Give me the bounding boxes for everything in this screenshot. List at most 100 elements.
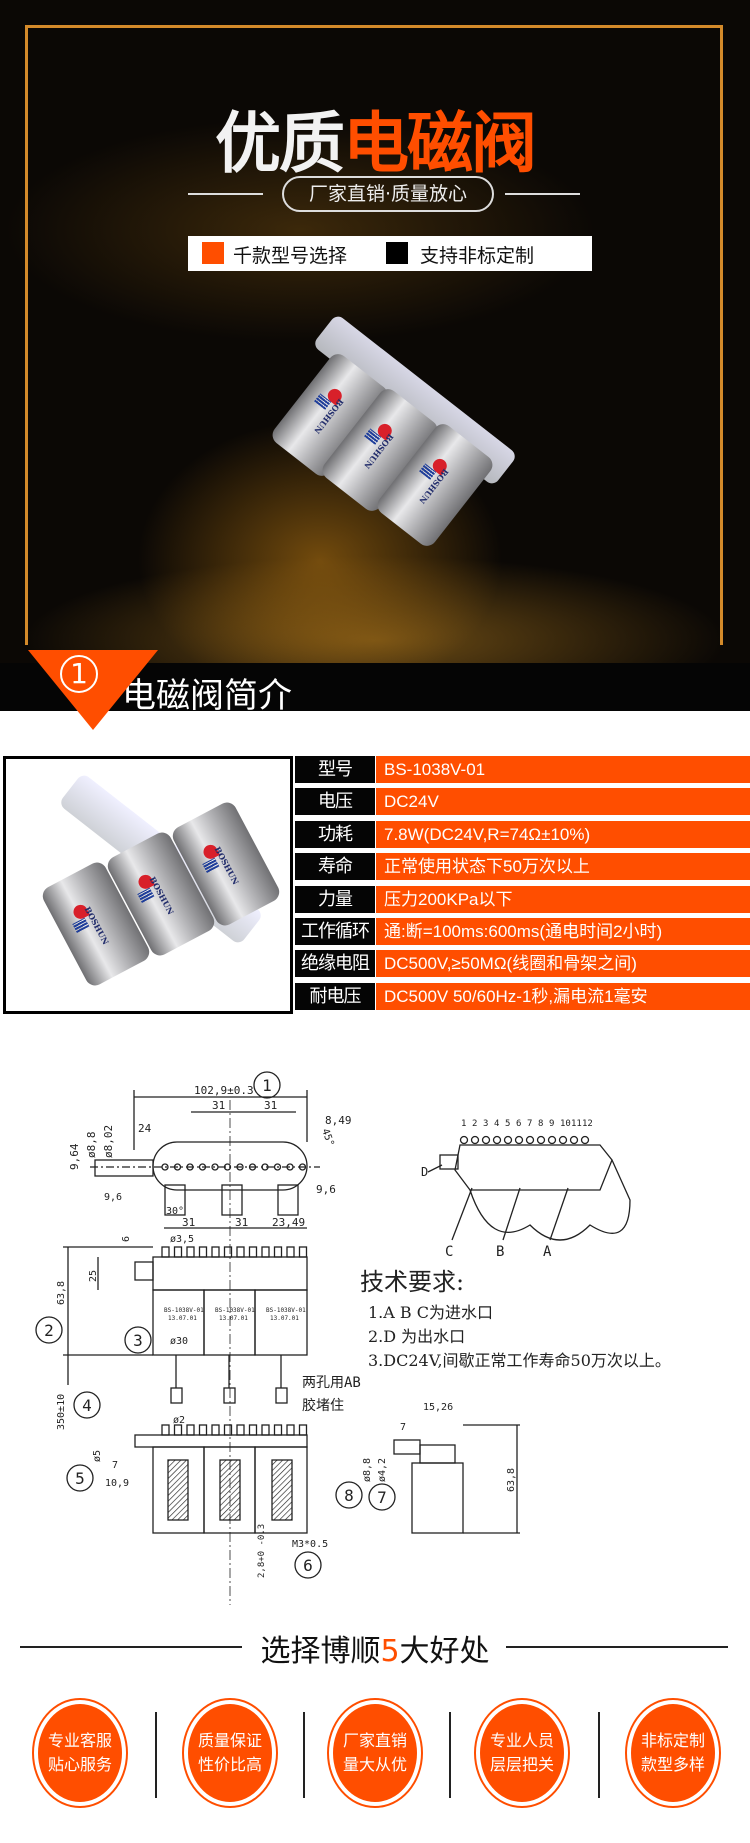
port-hole [261,1163,269,1171]
spec-value: DC500V,≥50MΩ(线圈和骨架之间) [376,950,750,978]
callout-number: 3 [133,1331,143,1350]
dimension-label: 24 [138,1122,152,1135]
coil-date: 13.07.01 [219,1315,248,1322]
spec-row: 寿命正常使用状态下50万次以上 [295,853,750,881]
port-label: D [421,1165,428,1179]
benefit-badge: 厂家直销量大从优 [327,1698,423,1808]
pin-hole [492,1135,502,1145]
benefits-title-post: 大好处 [399,1634,490,1669]
dimension-label: M3*0.5 [292,1539,328,1550]
dimension-label: 63,8 [56,1281,67,1305]
pin [273,1246,283,1258]
dimension-label: 102,9±0.3 [194,1084,254,1097]
dimension-label: 30° [166,1206,184,1217]
dimension-label: 31 [264,1099,277,1112]
dimension-label: ø8,02 [102,1125,115,1158]
pin-hole [525,1135,535,1145]
pin [211,1246,220,1258]
hero-banner: 优质电磁阀 厂家直销·质量放心 千款型号选择 支持非标定制 BOSHUN BOS… [0,0,750,711]
pin [261,1424,270,1436]
pin [198,1246,208,1258]
coil-date: 13.07.01 [168,1315,197,1322]
coil-date: 13.07.01 [270,1315,299,1322]
dimension-label: 8,49 [325,1114,352,1127]
port-hole [161,1163,169,1171]
callout-number: 4 [82,1396,92,1415]
spec-row: 力量压力200KPa以下 [295,885,750,913]
title-white: 优质 [215,105,345,182]
tech-requirements: 技术要求: 1.A B C为进水口 2.D 为出水口 3.DC24V,间歇正常工… [360,1262,671,1373]
benefit-line: 层层把关 [489,1755,554,1774]
coil-label: BS-1038V-01 [164,1307,204,1314]
product-image: BOSHUN BOSHUN BOSHUN [240,290,540,550]
pin [223,1246,233,1258]
callout-number: 1 [262,1076,272,1095]
benefit-line: 量大从优 [342,1755,407,1774]
benefit-line: 贴心服务 [47,1755,112,1774]
spec-label: 耐电压 [295,982,375,1010]
dimension-label: ø8,8 [362,1458,373,1482]
dimension-label: 31 [235,1216,248,1229]
dimension-label: 6 [121,1236,132,1242]
spec-label: 电压 [295,788,375,816]
pin-hole [481,1135,491,1145]
coil-label: BS-1038V-01 [215,1307,255,1314]
technical-drawing: 1 102,9±0.3 31 31 8,49 9,6 23,49 31 31 9… [0,1035,750,1640]
spec-label: 型号 [295,756,375,783]
benefit-line: 款型多样 [640,1755,705,1774]
pin-number: 6 [516,1119,521,1129]
benefit-badge: 质量保证性价比高 [182,1698,278,1808]
black-square-icon [386,242,408,264]
orange-square-icon [202,242,224,264]
callout-circle [335,1481,363,1509]
pin-number: 8 [538,1119,543,1129]
tech-item: 3.DC24V,间歇正常工作寿命50万次以上。 [368,1351,671,1370]
spec-label: 力量 [295,885,375,913]
title-orange: 电磁阀 [343,105,537,182]
pin-hole [459,1135,469,1145]
dimension-label: 7 [112,1460,118,1471]
divider [188,193,263,195]
dimension-label: 63,8 [506,1468,517,1492]
pin [173,1246,183,1258]
pin-hole [569,1135,579,1145]
pin [286,1246,295,1258]
inlet-tube [94,1159,154,1177]
pin-hole [470,1135,480,1145]
spec-value: DC24V [376,788,750,816]
callout-number: 6 [303,1556,313,1575]
callout-number: 8 [344,1486,354,1505]
tech-item: 2.D 为出水口 [368,1327,466,1346]
pin [161,1424,170,1436]
port-hole [236,1163,244,1171]
pin [198,1424,208,1436]
dimension-label: 23,49 [272,1216,305,1229]
pin [186,1424,195,1436]
spec-row: 工作循环通:断=100ms:600ms(通电时间2小时) [295,918,750,945]
pin [236,1246,245,1258]
benefits-title-num: 5 [380,1634,400,1669]
dimension-label: 9,64 [68,1143,81,1170]
pin-number: 9 [549,1119,554,1129]
pin [186,1246,195,1258]
port-label: A [543,1244,552,1260]
dimension-label: ø3,5 [170,1234,194,1245]
callout-circle [73,1391,101,1419]
divider [20,1646,242,1648]
divider [448,1712,451,1798]
benefit-line: 质量保证 [197,1731,262,1750]
divider [302,1712,305,1798]
dimension-label: 25 [88,1270,99,1282]
callout-circle [368,1483,396,1511]
dimension-label: 15,26 [423,1402,453,1413]
hero-title: 优质电磁阀 [0,90,750,186]
divider [505,193,580,195]
spec-value: 通:断=100ms:600ms(通电时间2小时) [376,918,750,945]
pin-hole [536,1135,546,1145]
port-hole [248,1163,257,1171]
port-label: C [445,1244,453,1260]
pin [173,1424,183,1436]
